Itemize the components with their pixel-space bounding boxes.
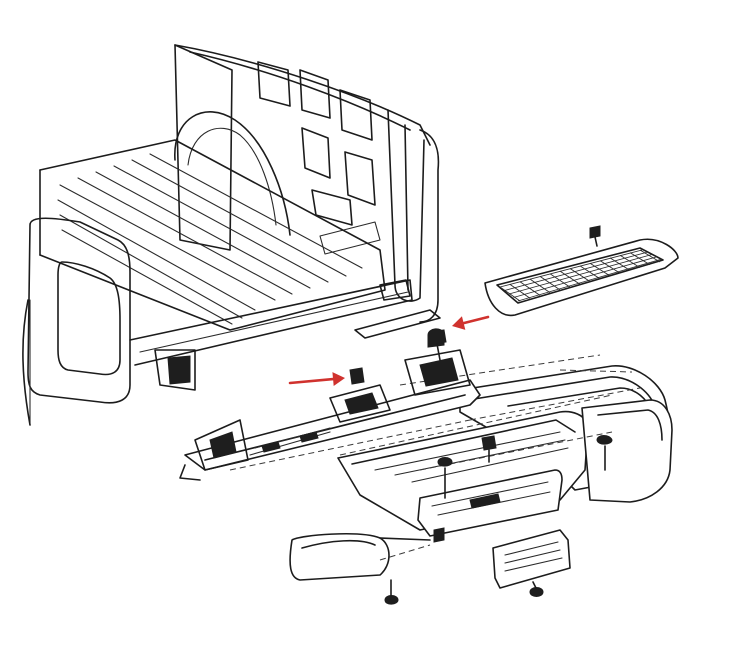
arrow-bracket-bolt [288, 372, 345, 387]
truck-bed [22, 44, 445, 426]
license-plate-bracket [492, 529, 571, 589]
fasteners [384, 435, 613, 605]
callout-arrows [288, 315, 490, 387]
step-pad [484, 225, 679, 317]
rear-bumper [229, 354, 673, 537]
bumper-bracket [179, 329, 481, 481]
left-end-cap [289, 533, 431, 581]
arrow-step-pad-bolt [452, 315, 490, 330]
